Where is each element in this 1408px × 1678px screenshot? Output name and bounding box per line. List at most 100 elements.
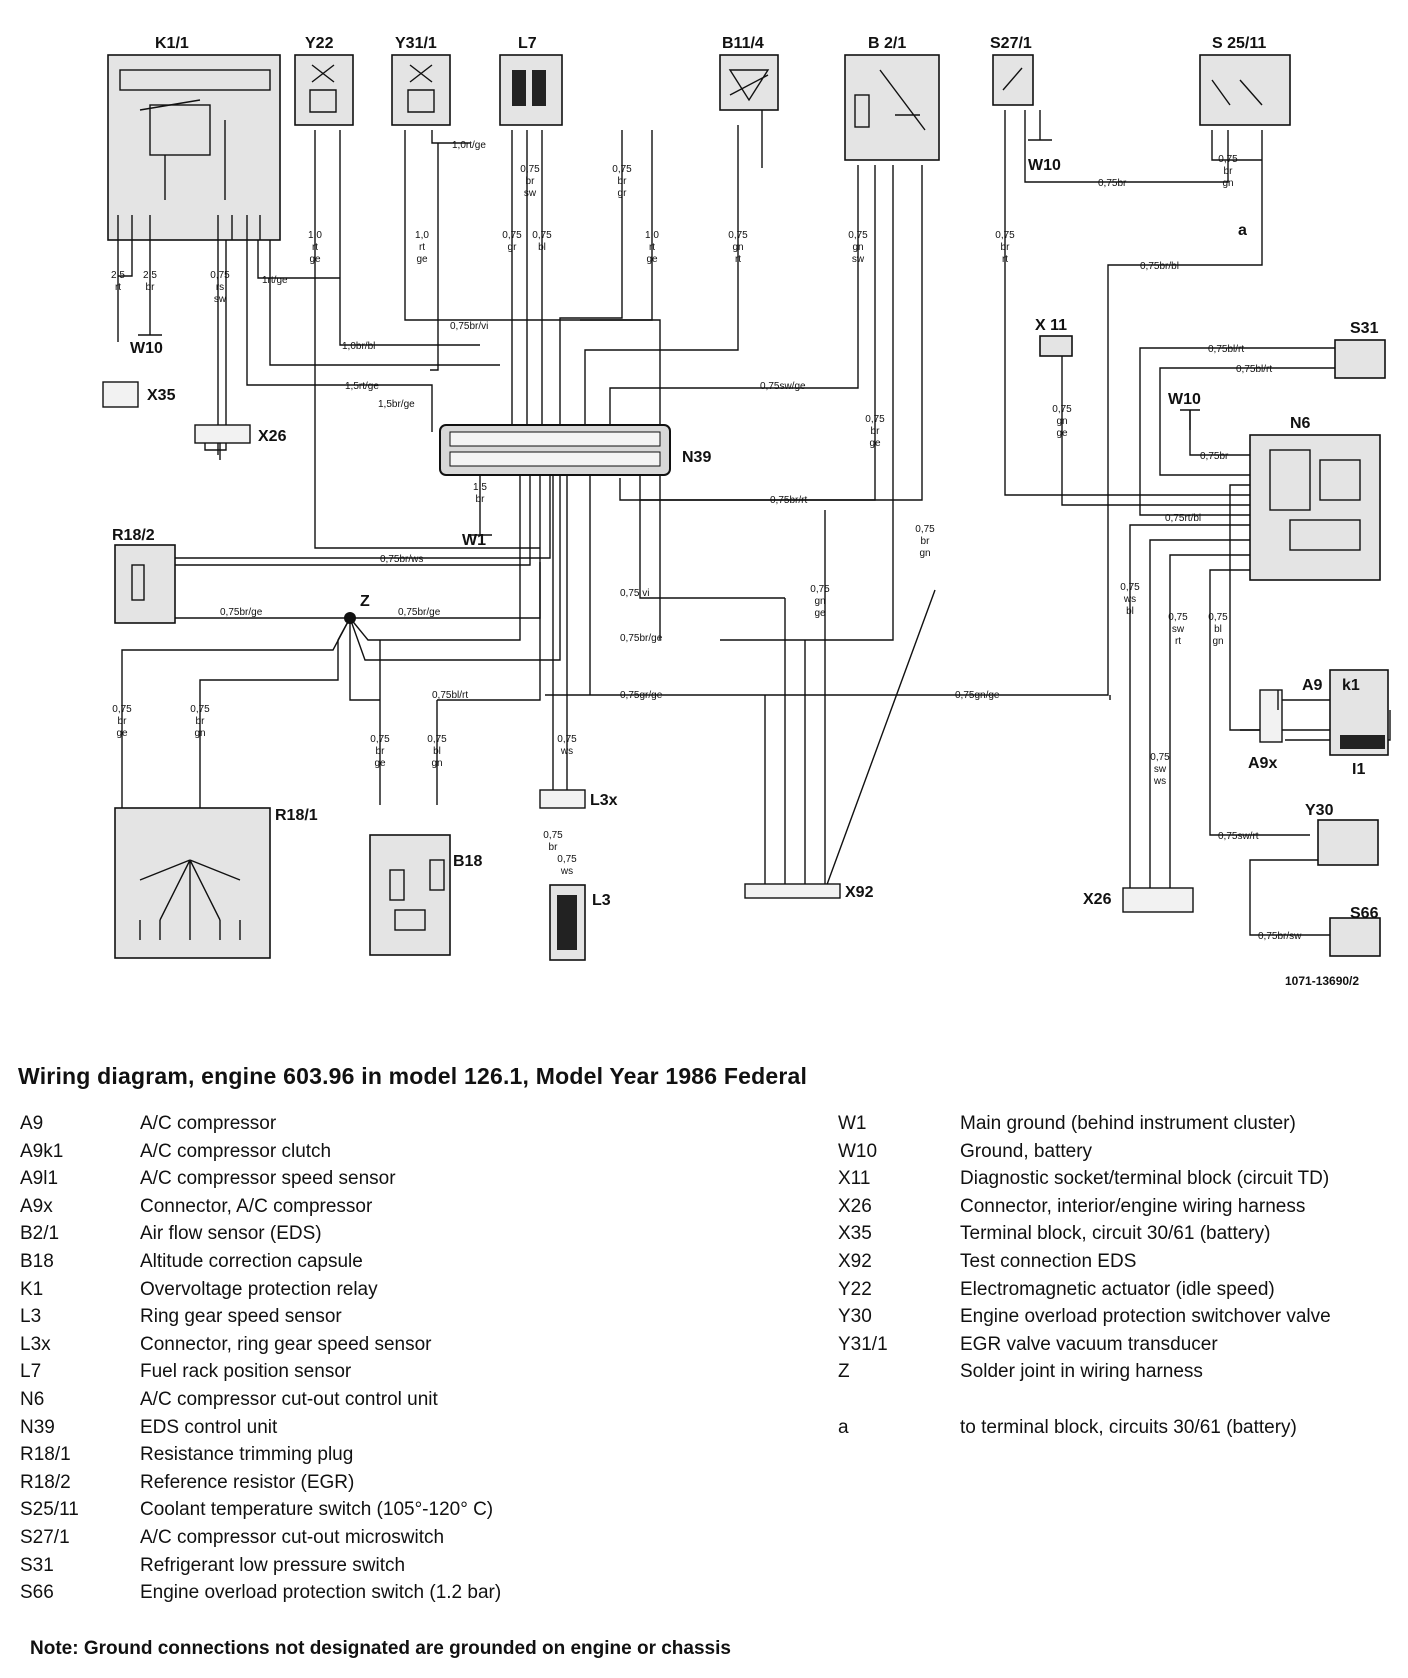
wire-label: 0,75br/bl: [1140, 261, 1179, 272]
legend-code: L3x: [20, 1333, 51, 1355]
wire-label: 0,75br/ge: [398, 607, 441, 618]
legend-description: Refrigerant low pressure switch: [140, 1554, 406, 1576]
legend-code: X92: [838, 1250, 872, 1272]
legend-description: Ground, battery: [960, 1140, 1093, 1162]
legend-code: S66: [20, 1582, 54, 1604]
wire-label: 0,75br/vi: [450, 321, 488, 332]
wiring-diagram: K1/1 Y22 Y31/1 L7 B11/4 B 2/1 S27/1 S 25…: [102, 35, 1391, 988]
legend-description: A/C compressor speed sensor: [140, 1168, 396, 1190]
connector-l3x: [539, 789, 586, 809]
wire-label: 0,75bl/rt: [432, 690, 468, 701]
legend-code: Z: [838, 1361, 850, 1383]
wire-label: 1,5br/ge: [378, 399, 415, 410]
legend-code: Y22: [838, 1278, 872, 1300]
legend-row: W10 Ground, battery: [838, 1138, 1331, 1166]
legend-row: B2/1 Air flow sensor (EDS): [20, 1220, 501, 1248]
legend-row: A9k1 A/C compressor clutch: [20, 1138, 501, 1166]
legend-description: Connector, interior/engine wiring harnes…: [960, 1195, 1306, 1217]
label-w10-top: W10: [1028, 157, 1061, 174]
legend-description: A/C compressor: [140, 1113, 277, 1134]
label-a9x: A9x: [1248, 755, 1277, 772]
legend-code: R18/1: [20, 1444, 71, 1466]
legend-code: X35: [838, 1223, 872, 1245]
wire-label: 0,75bl/rt: [1236, 364, 1272, 375]
temperature-switch-s25-11: [1199, 54, 1291, 126]
label-b18: B18: [453, 853, 482, 870]
legend-description: to terminal block, circuits 30/61 (batte…: [960, 1416, 1297, 1438]
wire-label: 0,75br/ws: [380, 554, 423, 565]
label-a: a: [1238, 222, 1247, 239]
legend-description: Engine overload protection switch (1.2 b…: [140, 1582, 502, 1604]
legend-code: N6: [20, 1388, 45, 1410]
legend-description: Engine overload protection switchover va…: [960, 1306, 1331, 1328]
label-n6: N6: [1290, 415, 1311, 432]
wire-label: 0,75bl/rt: [1208, 344, 1244, 355]
legend-row: Y22 Electromagnetic actuator (idle speed): [838, 1276, 1331, 1304]
legend-code: A9k1: [20, 1140, 64, 1162]
wire-label: 0,75rt/bl: [1165, 513, 1201, 524]
wire-network: [117, 110, 1391, 936]
sensor-l3: [549, 884, 586, 961]
legend-description: Air flow sensor (EDS): [140, 1223, 322, 1245]
legend-description: Ring gear speed sensor: [140, 1306, 342, 1328]
wire-label: 0,75gr/ge: [620, 690, 663, 701]
label-w10-right: W10: [1168, 391, 1201, 408]
legend-code: L3: [20, 1306, 42, 1328]
label-s25-11: S 25/11: [1212, 35, 1266, 52]
legend-code: W10: [838, 1140, 878, 1162]
wire-label: 0,75br: [1098, 178, 1127, 189]
wire-label: 0,75br/rt: [770, 495, 807, 506]
relay-k1-1: [107, 54, 281, 241]
wire-label: 0,75br/sw: [1258, 931, 1302, 942]
legend-code: B18: [20, 1250, 54, 1272]
ground-w10-top: [1028, 110, 1052, 141]
legend-code: A9: [20, 1113, 44, 1134]
label-b11-4: B11/4: [722, 35, 764, 52]
component-labels: K1/1 Y22 Y31/1 L7 B11/4 B 2/1 S27/1 S 25…: [112, 35, 1379, 988]
ground-w10-left: [138, 325, 162, 336]
connector-x26-left: [194, 424, 251, 444]
legend-row: S66 Engine overload protection switch (1.…: [20, 1579, 501, 1607]
legend-description: Terminal block, circuit 30/61 (battery): [960, 1223, 1271, 1245]
solder-joint-z: [344, 612, 356, 624]
figure-reference: 1071-13690/2: [1285, 974, 1359, 988]
terminal-x35: [102, 381, 139, 408]
legend-description: Electromagnetic actuator (idle speed): [960, 1278, 1275, 1300]
legend-description: Main ground (behind instrument cluster): [960, 1113, 1296, 1134]
diagnostic-socket-x11: [1039, 335, 1073, 357]
legend-code: B2/1: [20, 1223, 60, 1245]
label-w10-left: W10: [130, 340, 163, 357]
label-i1: I1: [1352, 761, 1365, 778]
legend-description: EGR valve vacuum transducer: [960, 1333, 1218, 1355]
wire-label: 1,5rt/ge: [345, 381, 379, 392]
label-w1: W1: [462, 532, 486, 549]
compressor-a9: [1329, 669, 1389, 756]
legend-description: A/C compressor cut-out microswitch: [140, 1526, 445, 1548]
ground-w1: [468, 475, 492, 536]
legend-row: X35 Terminal block, circuit 30/61 (batter…: [838, 1220, 1331, 1248]
label-x92: X92: [845, 884, 874, 901]
legend-description: A/C compressor clutch: [140, 1140, 332, 1162]
